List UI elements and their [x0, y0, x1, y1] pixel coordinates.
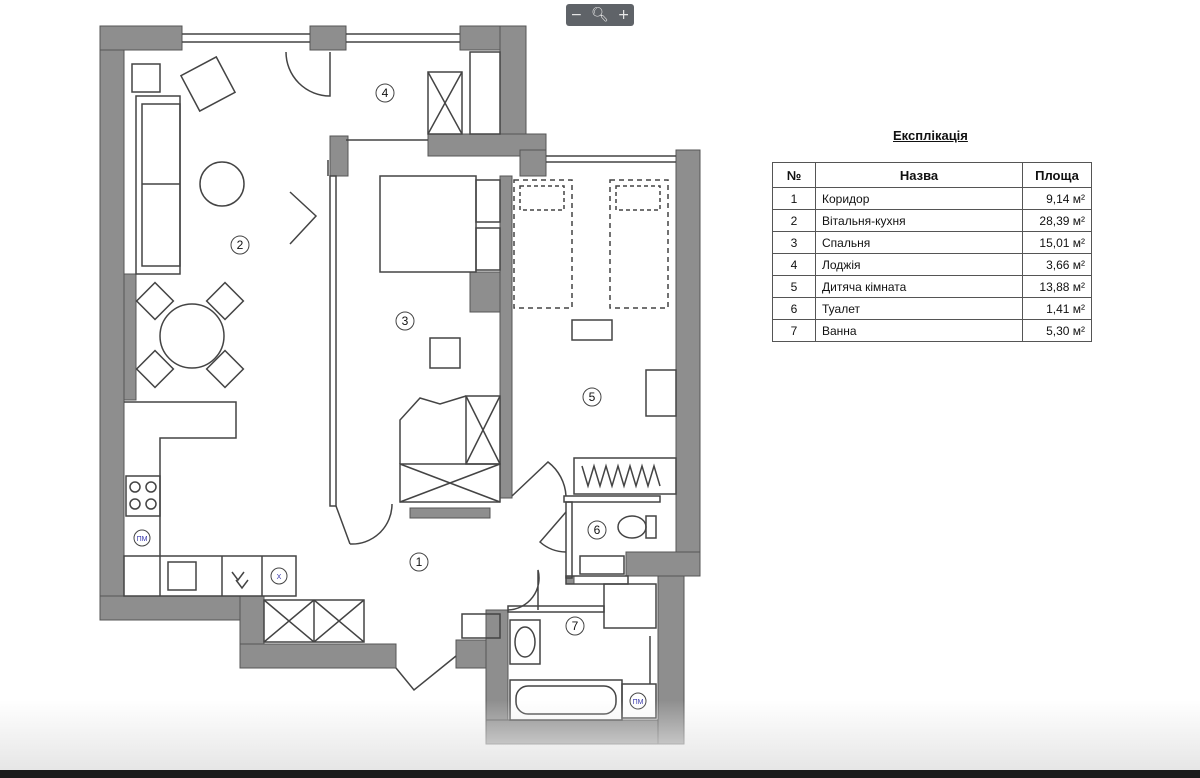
wall — [99, 25, 125, 621]
table-row: 7 Ванна 5,30 м² — [772, 319, 1092, 342]
door — [289, 191, 318, 245]
header-no: № — [772, 162, 816, 188]
door — [511, 461, 567, 497]
viewer-footer-shade — [0, 700, 1200, 770]
wall — [123, 273, 137, 401]
room-label-7: 7 — [572, 619, 579, 633]
burner — [145, 481, 157, 493]
table-row: 5 Дитяча кімната 13,88 м² — [772, 275, 1092, 298]
dishwasher-icon — [231, 571, 249, 590]
room-label-4: 4 — [382, 86, 389, 100]
wall — [409, 507, 491, 519]
chair — [205, 349, 245, 389]
partition — [565, 575, 629, 585]
wardrobe — [465, 395, 501, 465]
partition — [565, 501, 573, 579]
zoom-icon[interactable]: 🔍︎ — [591, 7, 609, 23]
wall — [519, 149, 547, 177]
sink — [167, 561, 197, 591]
sink — [509, 619, 541, 665]
header-area: Площа — [1022, 162, 1092, 188]
partition — [329, 175, 337, 507]
nightstand — [571, 319, 613, 341]
table-row: 4 Лоджія 3,66 м² — [772, 253, 1092, 276]
header-name: Назва — [815, 162, 1023, 188]
wall — [455, 639, 487, 669]
sink — [579, 555, 625, 575]
stove — [125, 475, 161, 517]
table-row: 6 Туалет 1,41 м² — [772, 297, 1092, 320]
wall — [309, 25, 347, 51]
sink — [514, 626, 536, 658]
wall — [625, 551, 701, 577]
cabinet — [469, 51, 501, 135]
wall — [565, 575, 575, 585]
room-label-3: 3 — [402, 314, 409, 328]
bed — [609, 179, 669, 309]
table-row: 1 Коридор 9,14 м² — [772, 187, 1092, 210]
room-label-2: 2 — [237, 238, 244, 252]
explication-table: № Назва Площа 1 Коридор 9,14 м² 2 Віталь… — [772, 162, 1092, 342]
pillow — [519, 185, 565, 211]
wardrobe — [399, 463, 501, 503]
burner — [129, 498, 141, 510]
wall — [99, 25, 183, 51]
table-row: 2 Вітальня-кухня 28,39 м² — [772, 209, 1092, 232]
wardrobe — [427, 71, 463, 135]
door — [335, 503, 393, 545]
partition — [563, 495, 661, 503]
room-label-6: 6 — [594, 523, 601, 537]
chair — [205, 281, 245, 321]
coffee-table — [199, 161, 245, 207]
wardrobe — [427, 71, 463, 135]
sofa — [141, 103, 181, 267]
kitchen-counter — [123, 555, 297, 597]
cabinet — [461, 613, 501, 639]
cabinet — [603, 583, 657, 629]
wall — [329, 135, 349, 177]
wardrobe — [263, 599, 365, 643]
toilet — [645, 515, 657, 539]
nightstand — [475, 179, 501, 223]
fridge-label: Х — [277, 574, 282, 581]
bed — [379, 175, 477, 273]
zoom-in-button[interactable]: + — [617, 7, 630, 23]
dining-table — [159, 303, 225, 369]
bed — [513, 179, 573, 309]
door — [395, 655, 457, 692]
dishwasher-label: ПМ — [137, 536, 148, 543]
wall — [675, 149, 701, 575]
burner — [129, 481, 141, 493]
explication-title: Експлікація — [893, 128, 968, 143]
room-label-1: 1 — [416, 555, 423, 569]
wardrobe — [465, 395, 501, 465]
wall — [239, 643, 397, 669]
door — [507, 569, 540, 611]
table-row: 3 Спальня 15,01 м² — [772, 231, 1092, 254]
zoom-toolbar: − 🔍︎ + — [566, 4, 634, 26]
wardrobe — [573, 457, 677, 495]
nightstand — [475, 227, 501, 271]
wall — [99, 595, 265, 621]
wardrobe — [581, 463, 661, 489]
armchair — [179, 55, 237, 113]
zoom-out-button[interactable]: − — [570, 7, 583, 23]
chair — [429, 337, 461, 369]
door — [538, 511, 567, 553]
door — [285, 51, 331, 97]
room-label-5: 5 — [589, 390, 596, 404]
chair — [135, 281, 175, 321]
wardrobe — [131, 63, 161, 93]
desk — [399, 395, 467, 464]
toilet — [617, 515, 647, 539]
wardrobe — [399, 463, 501, 503]
burner — [145, 498, 157, 510]
wall — [499, 175, 513, 499]
desk — [645, 369, 677, 417]
viewer-bottom-bar — [0, 770, 1200, 778]
chair — [135, 349, 175, 389]
pillow — [615, 185, 661, 211]
